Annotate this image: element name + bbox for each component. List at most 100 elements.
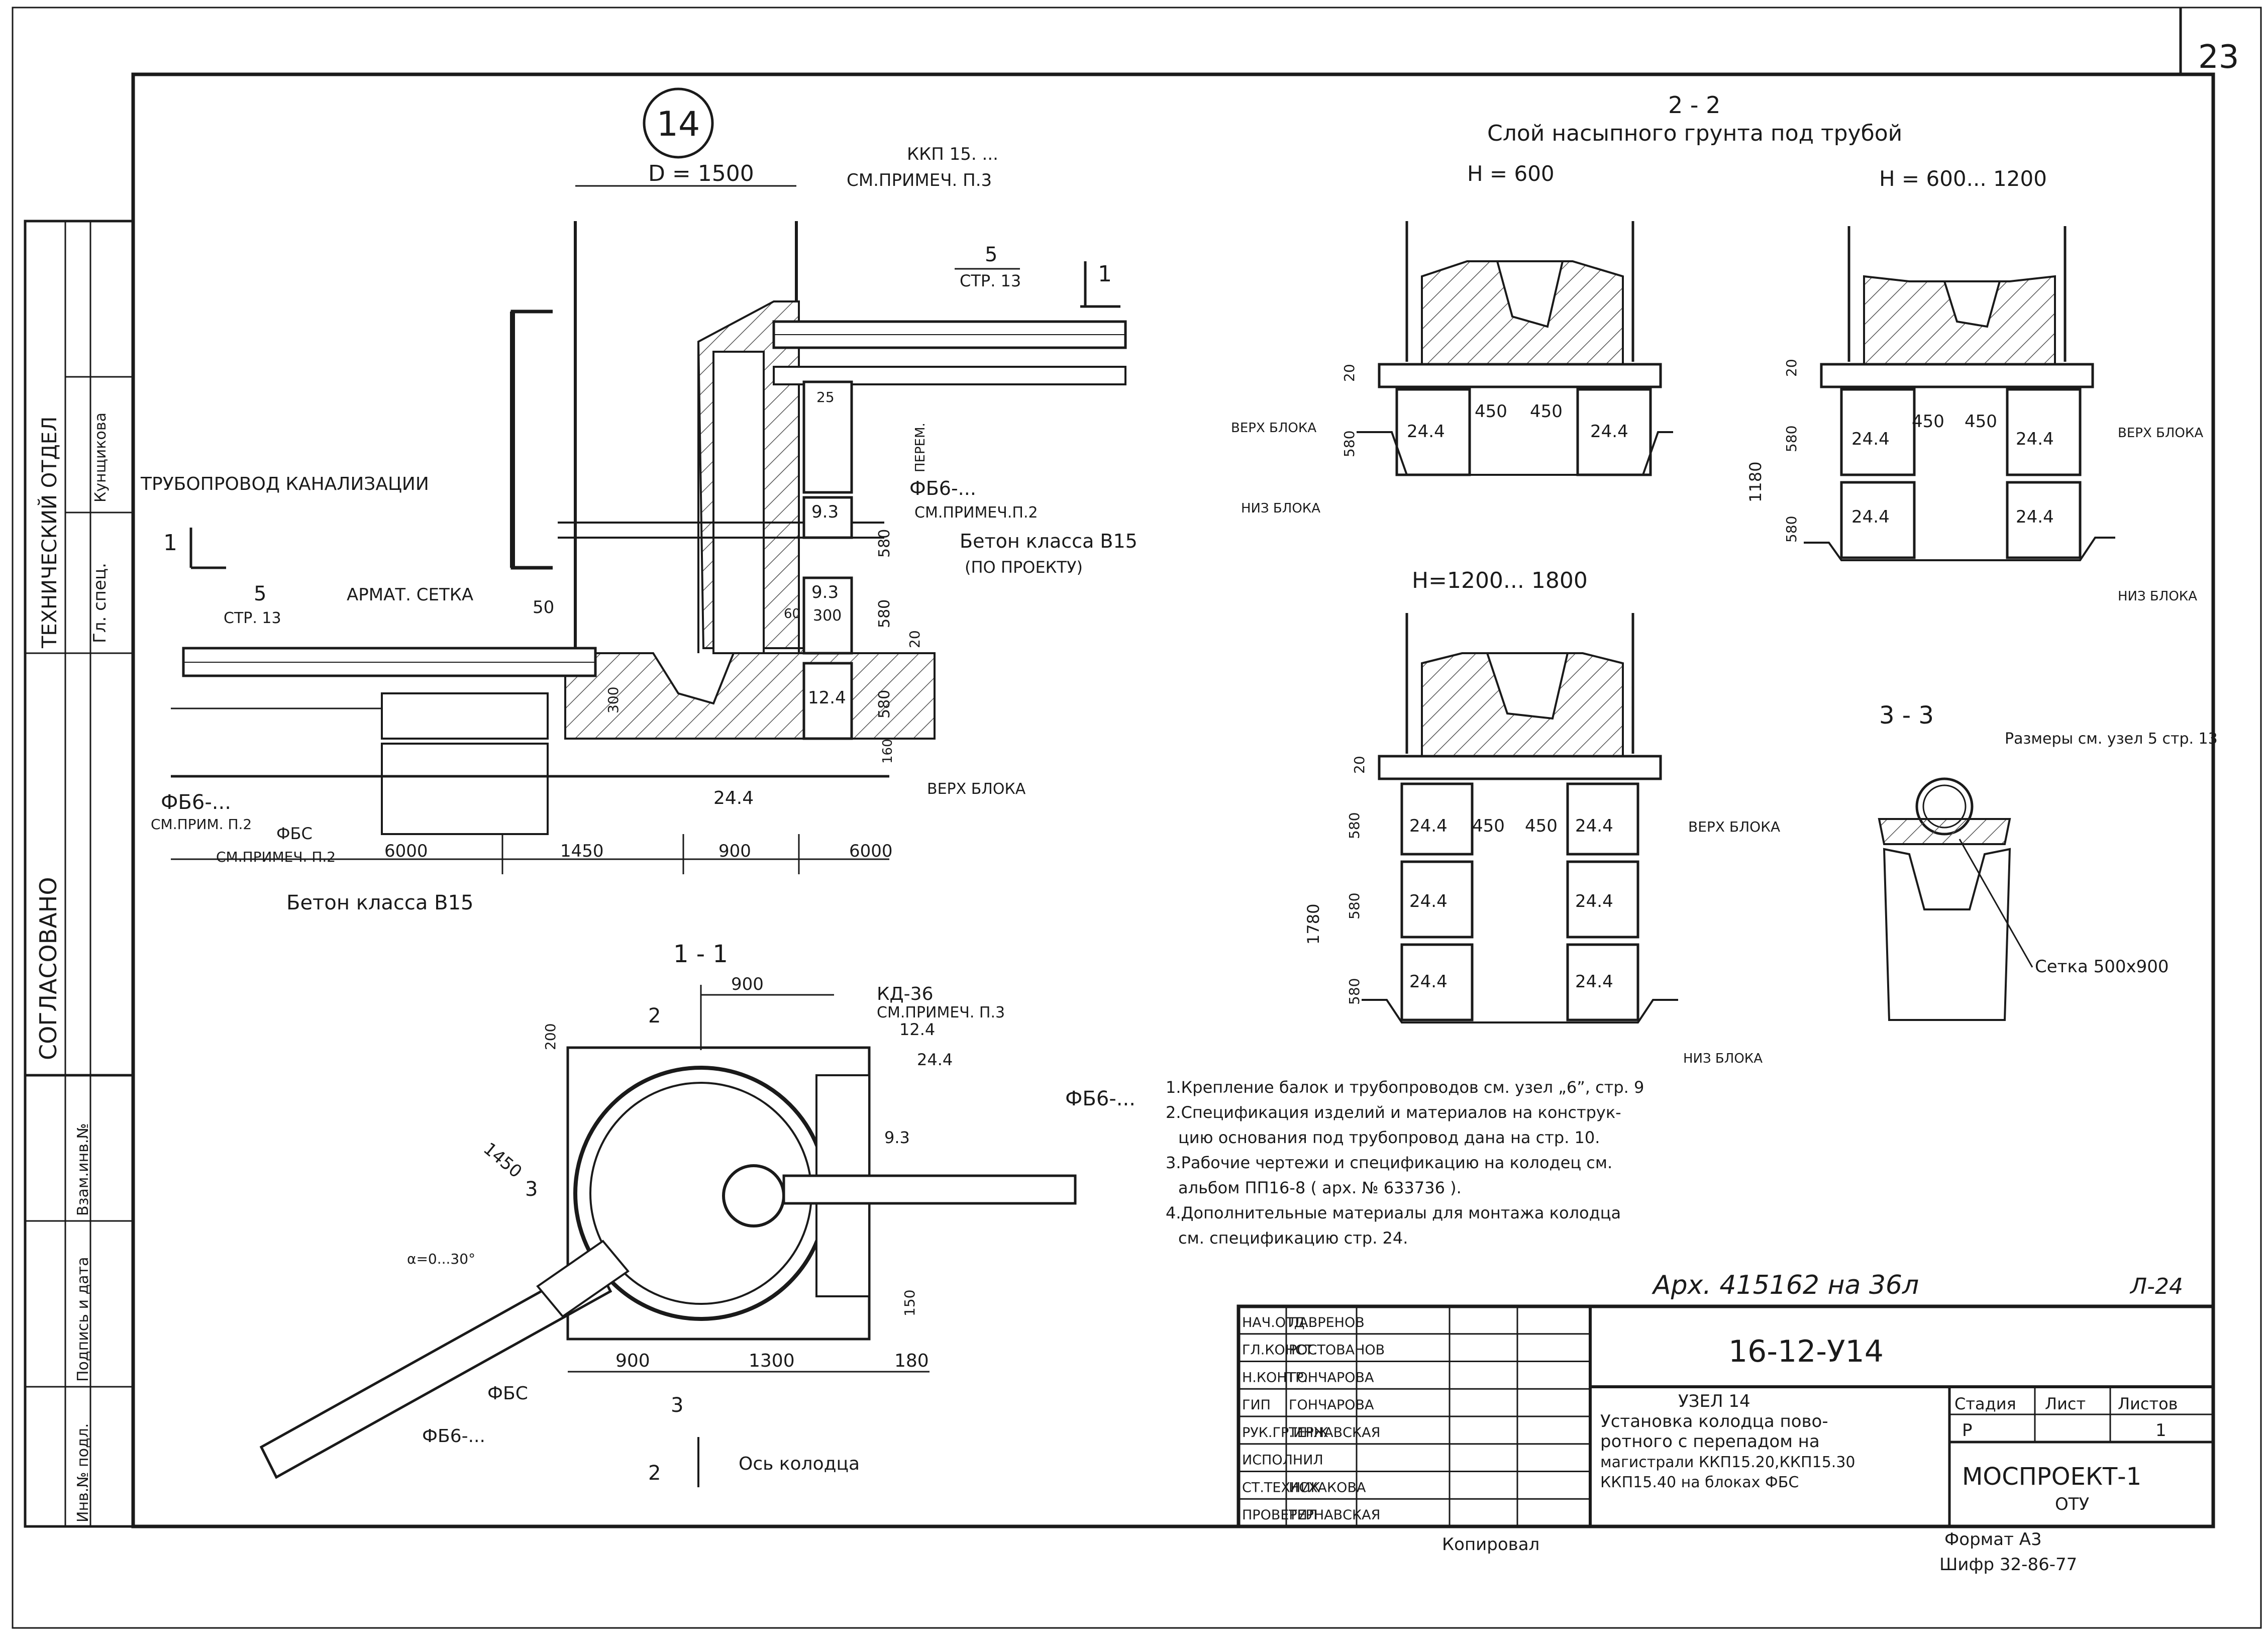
s22b-b3: 24.4 [1851,507,1890,527]
section22-h1200-1800: Н=1200... 1800 [1412,568,1588,593]
by-project: (ПО ПРОЕКТУ) [965,558,1083,577]
side-agreed: СОГЛАСОВАНО [35,877,62,1060]
tb-cipher: Шифр 32-86-77 [1939,1555,2077,1575]
tb-stage: Р [1962,1420,1973,1441]
tb-name: ЛАВРЕНОВ [1289,1315,1365,1330]
side-name: Кунщикова [92,413,110,502]
ref-5-left: 5 [254,582,266,605]
section-1-left: 1 [163,530,177,556]
s22c-450b: 450 [1525,816,1558,836]
dim-25: 25 [816,389,835,405]
fbs-label: ФБС [276,824,313,843]
s22c-450a: 450 [1472,816,1505,836]
block-244-label: 24.4 [713,788,754,808]
s22c-20: 20 [1351,756,1368,774]
s11-fb6-right: ФБ6-... [1065,1087,1136,1110]
s22b-b4: 24.4 [2016,507,2054,527]
s11-244: 24.4 [917,1050,953,1069]
s22a-b2: 24.4 [1590,422,1628,442]
dim-160: 160 [880,739,895,764]
dim-300-a: 300 [813,607,842,625]
archive-note: Арх. 415162 на 36л [1652,1270,1919,1300]
tb-role: НАЧ.ОТД. [1242,1315,1309,1330]
tb-role: ГЛ.КОНСТ. [1242,1343,1317,1358]
tb-format: Формат А3 [1944,1529,2042,1550]
side-inv-orig: Инв.№ подл. [74,1423,92,1522]
kkp-label: ККП 15. ... [907,144,998,164]
tb-copied: Копировал [1442,1534,1539,1555]
node-circle [643,87,714,159]
s22c-580b: 580 [1346,893,1363,919]
section-1-top: 1 [1098,261,1112,287]
side-department: ТЕХНИЧЕСКИЙ ОТДЕЛ [37,417,61,649]
see-note-2: СМ.ПРИМЕЧ.П.2 [914,504,1038,522]
s22c-b2: 24.4 [1575,816,1613,836]
s22c-b6: 24.4 [1575,972,1613,992]
dim-900: 900 [718,841,751,861]
s22a-580: 580 [1341,431,1358,457]
note-line-6: 4.Дополнительные материалы для монтажа к… [1166,1203,1621,1222]
s11-sec2-top: 2 [648,1004,661,1028]
s22c-580a: 580 [1346,812,1363,839]
s11-fbs: ФБС [487,1383,528,1404]
section-1-1: 1 - 1 900 200 1450 α=0...30° КД-36 СМ.ПР… [259,940,1136,1487]
dim-300-v: 300 [605,687,622,713]
s11-900b: 900 [615,1351,650,1371]
s22b-580a: 580 [1783,426,1800,452]
dim-6000-a: 6000 [384,841,428,861]
s22c-b3: 24.4 [1409,891,1448,911]
s22a-450a: 450 [1475,401,1507,422]
tb-name: ГОНЧАРОВА [1289,1370,1374,1385]
s11-1450: 1450 [479,1139,526,1182]
side-sign-date: Подпись и дата [74,1257,92,1382]
dim-20: 20 [906,630,923,648]
s22c-b1: 24.4 [1409,816,1448,836]
concrete-label: Бетон класса В15 [960,530,1138,552]
s22b-20: 20 [1783,359,1800,377]
tb-role: ИСПОЛНИЛ [1242,1453,1323,1468]
s11-93: 9.3 [884,1128,910,1147]
s22b-bottom: НИЗ БЛОКА [2118,589,2197,604]
page-number: 23 [2198,39,2239,76]
s22c-top: ВЕРХ БЛОКА [1688,818,1780,835]
s11-fb6: ФБ6-... [422,1426,485,1447]
s22c-b4: 24.4 [1575,891,1613,911]
section22-h600: Н = 600 [1467,161,1555,186]
tb-title-2: Установка колодца пово- [1600,1411,1828,1431]
s11-180: 180 [894,1351,929,1371]
section33-title: 3 - 3 [1879,701,1934,730]
block-top-label: ВЕРХ БЛОКА [927,780,1026,798]
ref-page13-top: СТР. 13 [960,271,1021,290]
dim-6000-b: 6000 [849,841,893,861]
s11-150: 150 [901,1290,918,1316]
tb-title-1: УЗЕЛ 14 [1678,1391,1750,1411]
note-line-4: 3.Рабочие чертежи и спецификацию на коло… [1166,1153,1612,1172]
s22b-450b: 450 [1965,412,1997,432]
dim-60: 60 [784,606,800,622]
note-line-1: 1.Крепление балок и трубопроводов см. уз… [1166,1078,1644,1097]
mesh-label: АРМАТ. СЕТКА [347,585,473,605]
concrete-bottom: Бетон класса В15 [286,891,473,914]
section22-h600-1200: Н = 600... 1200 [1879,166,2047,191]
tb-stage-h: Стадия [1954,1394,2016,1413]
title-block: НАЧ.ОТД.ЛАВРЕНОВГЛ.КОНСТ.РОСТОВАНОВН.КОН… [1236,1304,2215,1575]
s11-angle: α=0...30° [407,1251,475,1267]
note-line-7: см. спецификацию стр. 24. [1178,1228,1408,1248]
dim-580-3: 580 [876,690,893,719]
section11-title: 1 - 1 [673,940,728,968]
ref-5-top: 5 [985,243,997,266]
see-note-3: СМ.ПРИМЕЧ. П.3 [847,170,992,190]
see-note-2b: СМ.ПРИМ. П.2 [151,816,252,833]
section22-title: 2 - 2 [1668,91,1720,119]
s11-axis: Ось колодца [739,1454,860,1474]
s22a-20: 20 [1341,364,1358,382]
s22a-450b: 450 [1530,401,1563,422]
tb-name: ГОНЧАРОВА [1289,1397,1374,1413]
dim-580-2: 580 [876,599,893,628]
block-93b: 9.3 [811,582,839,602]
dim-peregr: ПЕРЕМ. [913,423,928,472]
s22b-b2: 24.4 [2016,429,2054,449]
tb-role: Н.КОНТР. [1242,1370,1308,1385]
tb-role: СТ.ТЕХНИК [1242,1480,1320,1495]
